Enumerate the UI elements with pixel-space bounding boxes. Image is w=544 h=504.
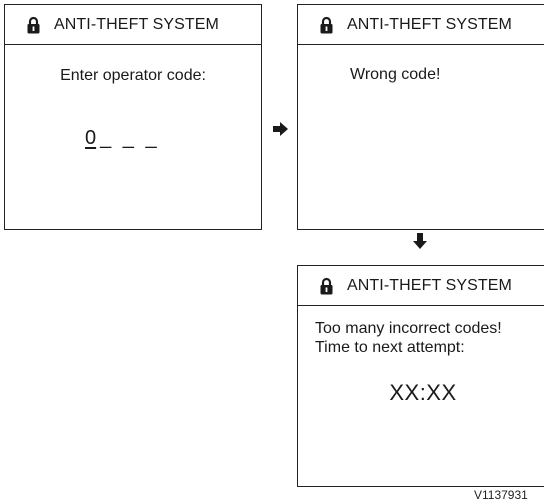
screen-header: ANTI-THEFT SYSTEM: [5, 5, 261, 45]
screen-header: ANTI-THEFT SYSTEM: [298, 266, 544, 306]
countdown-timer: XX:XX: [389, 380, 457, 405]
lock-icon: [320, 277, 333, 294]
wrong-code-message: Wrong code!: [350, 66, 441, 83]
arrow-right-icon: [273, 122, 288, 136]
entered-digit: 0: [85, 127, 97, 149]
arrow-down-icon: [413, 233, 427, 249]
wrong-code-screen: ANTI-THEFT SYSTEM Wrong code!: [297, 4, 544, 230]
figure-id: V1137931: [474, 488, 528, 502]
header-title: ANTI-THEFT SYSTEM: [347, 15, 512, 33]
lockout-screen: ANTI-THEFT SYSTEM Too many incorrect cod…: [297, 265, 544, 487]
time-to-next-attempt-label: Time to next attempt:: [315, 339, 465, 356]
header-title: ANTI-THEFT SYSTEM: [54, 15, 219, 33]
code-entry-field[interactable]: 0_ _ _: [85, 127, 160, 150]
operator-code-prompt: Enter operator code:: [60, 67, 206, 84]
too-many-codes-message: Too many incorrect codes!: [315, 320, 502, 337]
screen-header: ANTI-THEFT SYSTEM: [298, 5, 544, 45]
lock-icon: [27, 16, 40, 33]
empty-digit-slots: _ _ _: [100, 127, 160, 149]
lock-icon: [320, 16, 333, 33]
code-entry-screen: ANTI-THEFT SYSTEM Enter operator code: 0…: [4, 4, 262, 230]
header-title: ANTI-THEFT SYSTEM: [347, 276, 512, 294]
